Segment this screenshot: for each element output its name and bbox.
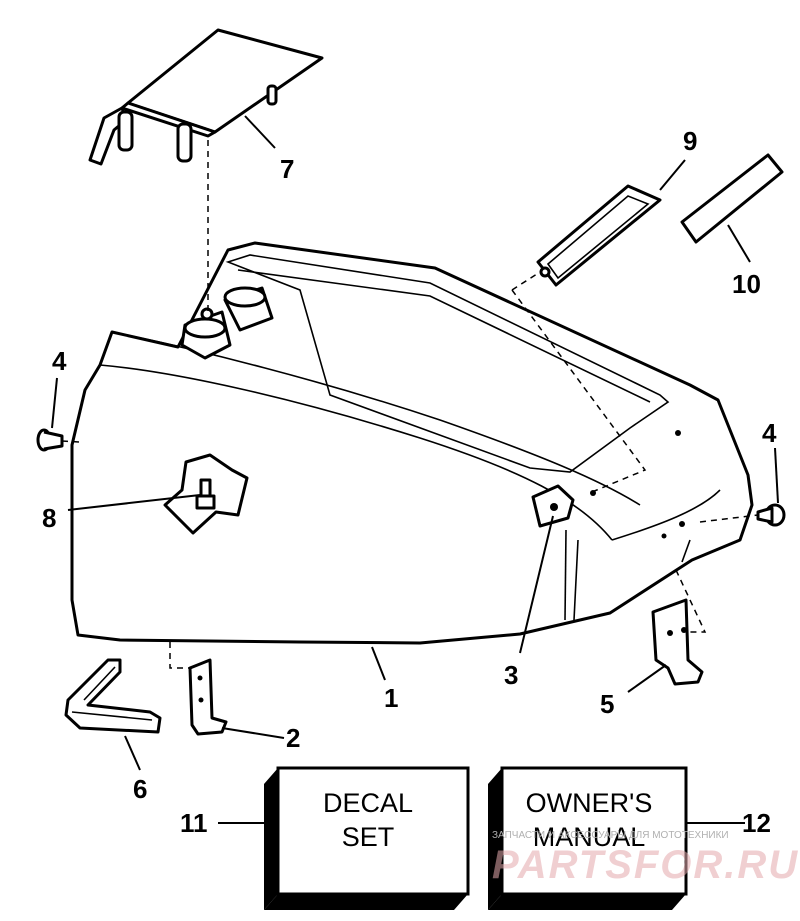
callout-7: 7 [280, 154, 294, 184]
decal-label-line2: SET [342, 822, 395, 852]
decal-set-box: DECAL SET [264, 766, 470, 910]
part-4-right-plug [756, 503, 786, 527]
callout-9: 9 [683, 126, 697, 156]
part-9-air-intake-grille [536, 184, 662, 287]
part-5-hook-bracket [651, 598, 704, 686]
callout-1: 1 [384, 683, 398, 713]
part-6-grip-strip [64, 658, 162, 734]
watermark: ЗАПЧАСТИ И АКСЕССУАРЫ ДЛЯ МОТОТЕХНИКИ PA… [492, 830, 799, 887]
assembly-lines [61, 140, 759, 669]
callout-4-left: 4 [52, 346, 67, 376]
callout-6: 6 [133, 774, 147, 804]
owners-manual-box: OWNER'S MANUAL [488, 766, 688, 910]
part-8-bracket-screw [163, 453, 249, 535]
manual-label-line2: MANUAL [533, 822, 646, 852]
callout-5: 5 [600, 689, 614, 719]
callout-8: 8 [42, 503, 56, 533]
part-3-bracket [531, 484, 575, 528]
part-2-hook-bracket [188, 658, 228, 736]
callout-10: 10 [732, 269, 761, 299]
manual-label-line1: OWNER'S [526, 788, 653, 818]
watermark-tagline: ЗАПЧАСТИ И АКСЕССУАРЫ ДЛЯ МОТОТЕХНИКИ [492, 830, 729, 841]
part-10-decal-strip [680, 153, 784, 244]
callout-2: 2 [286, 723, 300, 753]
part-1-engine-cover [70, 241, 754, 645]
decal-label-line1: DECAL [323, 788, 413, 818]
watermark-logo: PARTSFOR.RU [492, 843, 799, 887]
part-4-left-plug [36, 428, 64, 452]
callout-numbers: 1 2 3 4 4 5 6 7 8 9 10 11 12 [42, 126, 777, 838]
callout-11: 11 [180, 808, 208, 838]
callout-12: 12 [742, 808, 771, 838]
callout-4-right: 4 [762, 418, 777, 448]
leader-lines [51, 115, 779, 824]
callout-3: 3 [504, 660, 518, 690]
part-7-top-cap [88, 28, 324, 166]
